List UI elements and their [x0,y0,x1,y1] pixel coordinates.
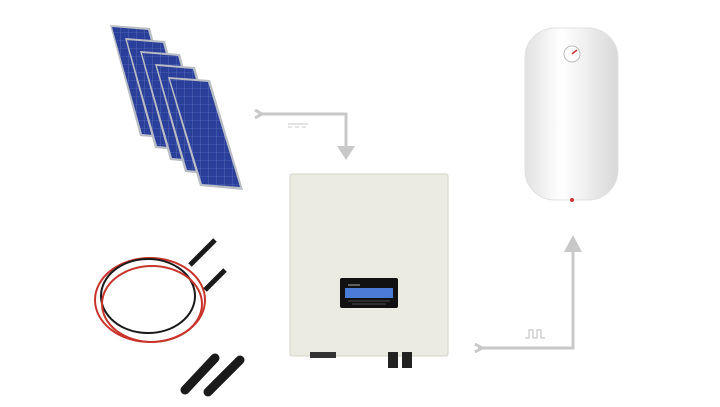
solar-cables [94,238,227,343]
mc4-connectors [180,353,245,397]
dc-flow-arrow [254,108,355,160]
lcd-screen [345,288,393,298]
solar-panels [110,25,243,190]
ac-flow-arrow [474,235,582,354]
water-heater [524,27,619,202]
inverter [289,173,449,368]
